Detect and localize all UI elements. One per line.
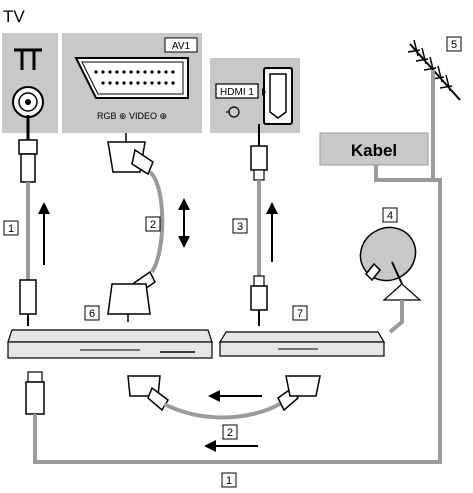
hdmi-cable [250, 124, 268, 326]
satellite-dish-icon [359, 226, 422, 314]
settop-box-icon [218, 331, 386, 357]
callout-1-top: 1 [3, 220, 19, 236]
svg-text:2: 2 [227, 427, 233, 439]
arrow-up-icon-hdmi [266, 202, 278, 262]
arrow-left-icon-rf [204, 440, 258, 452]
callout-6: 6 [84, 305, 100, 321]
av1-label: AV1 [172, 41, 191, 52]
hdmi-input-icon [226, 106, 240, 118]
scart-cable-bottom [127, 375, 321, 420]
arrow-up-icon [38, 202, 50, 265]
callout-5: 5 [446, 36, 462, 52]
tv-title: TV [3, 7, 25, 26]
hdmi-label: HDMI 1 [220, 87, 254, 98]
rf-cable-top [18, 115, 38, 326]
svg-text:7: 7 [297, 308, 303, 320]
coax-socket-icon [12, 86, 44, 118]
svg-text:3: 3 [237, 221, 243, 233]
scart-cable-top [107, 133, 165, 322]
antenna-icon [14, 48, 42, 70]
hdmi-panel: HDMI 1 [210, 58, 300, 133]
hdmi-port-icon [262, 67, 293, 125]
callout-1-bottom: 1 [221, 472, 237, 488]
svg-text:2: 2 [150, 219, 156, 231]
scart-port-icon [74, 57, 189, 99]
callout-3: 3 [232, 218, 248, 234]
dish-to-settop-cable [388, 314, 404, 334]
kabel-label: Kabel [351, 141, 397, 160]
av1-scart-panel: AV1 RGB ⊕ VIDEO ⊕ [62, 33, 202, 133]
svg-text:1: 1 [226, 475, 232, 487]
callout-4: 4 [382, 207, 398, 223]
svg-text:5: 5 [451, 39, 457, 51]
bidirectional-arrow-icon [178, 198, 190, 248]
svg-text:1: 1 [8, 223, 14, 235]
arrow-left-icon-scart [208, 390, 262, 402]
kabel-box: Kabel [319, 132, 433, 182]
callout-2-bottom: 2 [222, 424, 238, 440]
recorder-device-icon [7, 329, 213, 359]
callout-7: 7 [292, 305, 308, 321]
svg-text:6: 6 [89, 308, 95, 320]
rf-cable-bottom [25, 178, 442, 464]
roof-antenna-icon [407, 39, 461, 180]
scart-port-caption: RGB ⊕ VIDEO ⊕ [97, 111, 167, 121]
svg-text:4: 4 [387, 210, 393, 222]
antenna-terminal-panel [2, 33, 58, 133]
callout-2-top: 2 [145, 216, 161, 232]
